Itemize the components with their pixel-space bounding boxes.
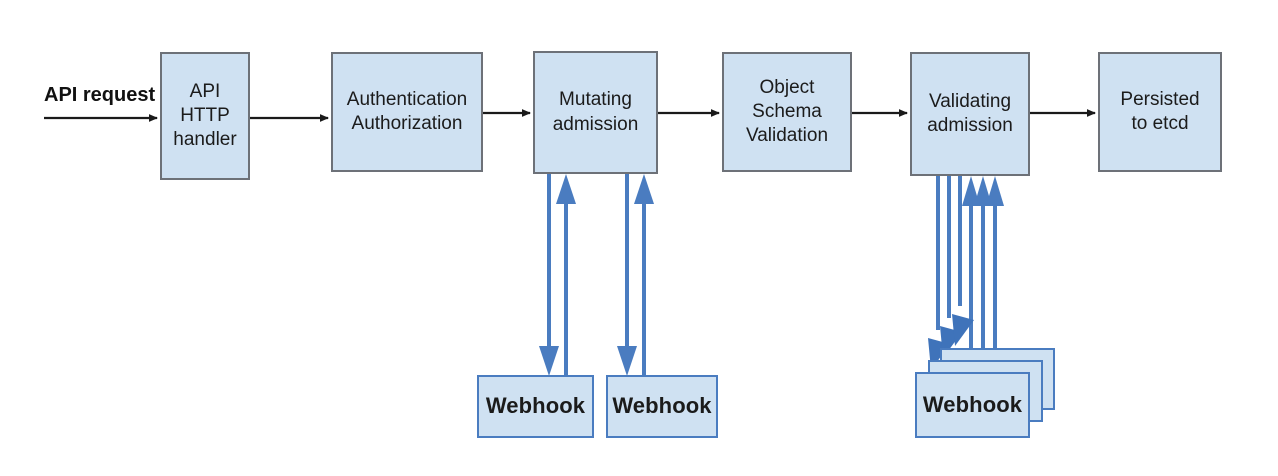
node-authentication-authorization[interactable]: Authentication Authorization (331, 52, 483, 172)
node-persisted-to-etcd-label: Persisted to etcd (1120, 88, 1200, 134)
validating-webhook-box-front[interactable]: Webhook (915, 372, 1030, 438)
node-persisted-to-etcd[interactable]: Persisted to etcd (1098, 52, 1222, 172)
node-mutating-admission[interactable]: Mutating admission (533, 51, 658, 174)
mutating-webhook-1-label: Webhook (485, 393, 586, 419)
mutating-webhook-2-label: Webhook (612, 393, 712, 419)
node-validating-admission[interactable]: Validating admission (910, 52, 1030, 176)
node-object-schema-validation-label: Object Schema Validation (745, 76, 829, 147)
node-authentication-authorization-label: Authentication Authorization (346, 88, 468, 134)
arrow-validating-to-webhook-stack-up (962, 176, 1004, 372)
api-request-label: API request (44, 84, 156, 106)
arrow-mutating-to-webhook-2 (617, 174, 654, 376)
validating-webhook-label: Webhook (922, 391, 1023, 417)
arrow-mutating-to-webhook-1 (539, 174, 576, 376)
mutating-webhook-box-1[interactable]: Webhook (477, 375, 594, 438)
mutating-webhook-box-2[interactable]: Webhook (606, 375, 718, 438)
node-api-http-handler-label: API HTTP handler (173, 80, 237, 151)
arrow-validating-to-webhook-stack-down (936, 176, 962, 330)
node-validating-admission-label: Validating admission (927, 90, 1013, 136)
node-mutating-admission-label: Mutating admission (552, 89, 639, 135)
node-object-schema-validation[interactable]: Object Schema Validation (722, 52, 852, 172)
node-api-http-handler[interactable]: API HTTP handler (160, 52, 250, 180)
